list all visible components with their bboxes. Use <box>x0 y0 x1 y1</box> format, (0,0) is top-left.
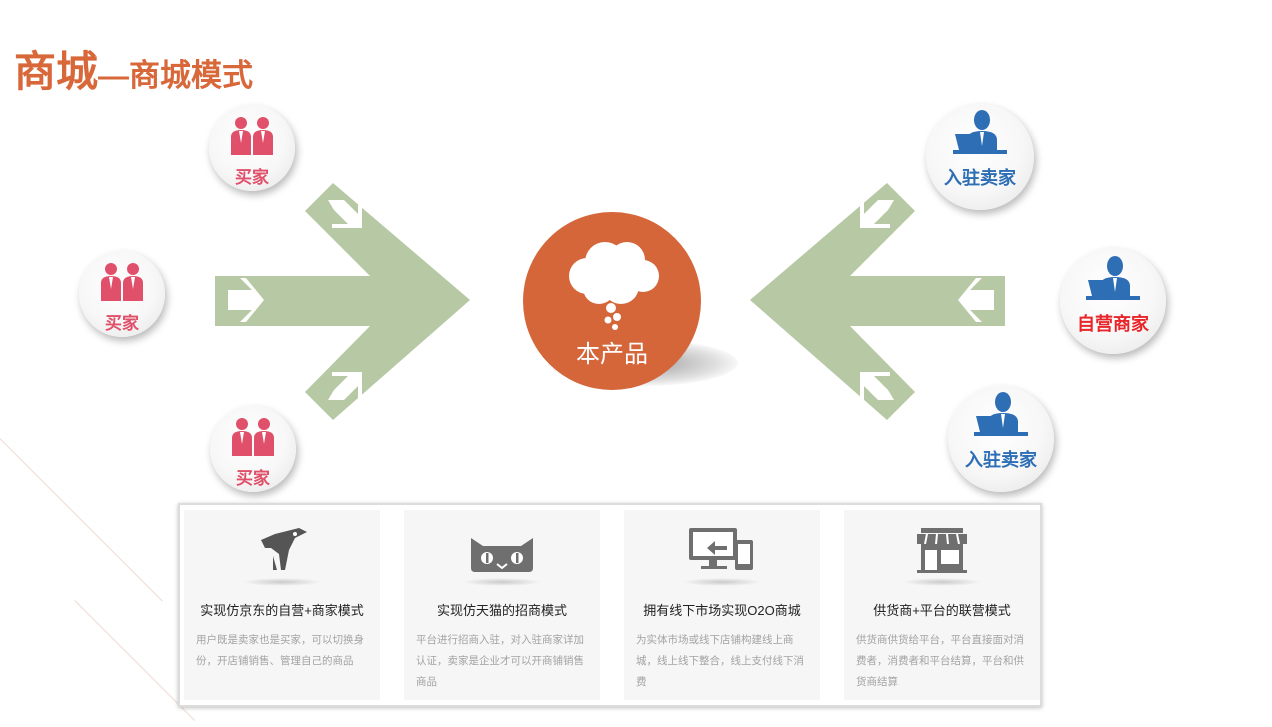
left-arrow-icon <box>215 183 470 420</box>
buyer-node: 买家 <box>209 105 295 191</box>
center-product <box>523 212 701 390</box>
card-description: 用户既是卖家也是买家，可以切换身份，开店铺销售、管理自己的商品 <box>196 634 364 667</box>
card-description: 平台进行招商入驻，对入驻商家详加认证，卖家是企业才可以开商铺销售商品 <box>416 634 584 688</box>
buyer-label: 买家 <box>105 314 139 333</box>
icon-shadow <box>242 578 322 586</box>
seller-node: 入驻卖家 <box>948 386 1054 492</box>
card-title: 实现仿天猫的招商模式 <box>436 603 567 618</box>
title-main: 商城 <box>14 48 99 95</box>
icon-shadow <box>682 578 762 586</box>
icon-shadow <box>462 578 542 586</box>
card-description: 供货商供货给平台，平台直接面对消费者，消费者和平台结算，平台和供货商结算 <box>856 634 1024 688</box>
monitor-phone-icon <box>689 528 753 570</box>
features-panel: 实现仿京东的自营+商家模式 用户既是卖家也是买家，可以切换身份，开店铺销售、管理… <box>178 503 1042 707</box>
card-title: 拥有线下市场实现O2O商城 <box>643 603 801 618</box>
title-sub: —商城模式 <box>98 58 254 93</box>
card-description: 为实体市场或线下店铺构建线上商城，线上线下整合，线上支付线下消费 <box>636 634 804 688</box>
businessman-laptop-icon <box>953 110 1007 154</box>
right-arrow-icon <box>750 183 1005 420</box>
small-arrow-icon <box>228 198 362 402</box>
card-title: 实现仿京东的自营+商家模式 <box>200 603 364 618</box>
feature-card: 拥有线下市场实现O2O商城 为实体市场或线下店铺构建线上商城，线上线下整合，线上… <box>624 510 820 700</box>
buyer-node: 买家 <box>79 251 165 337</box>
feature-card: 供货商+平台的联营模式 供货商供货给平台，平台直接面对消费者，消费者和平台结算，… <box>844 510 1040 700</box>
seller-node-highlighted: 自营商家 <box>1060 248 1166 354</box>
feature-card: 实现仿天猫的招商模式 平台进行招商入驻，对入驻商家详加认证，卖家是企业才可以开商… <box>404 510 600 700</box>
small-arrow-icon <box>860 198 994 402</box>
two-people-icon <box>231 117 273 155</box>
seller-label: 自营商家 <box>1077 314 1149 334</box>
businessman-laptop-icon <box>1086 256 1140 300</box>
storefront-icon <box>917 528 967 573</box>
icon-shadow <box>902 578 982 586</box>
seller-label: 入驻卖家 <box>965 450 1037 470</box>
card-title: 供货商+平台的联营模式 <box>873 603 1011 618</box>
buyer-node: 买家 <box>210 406 296 492</box>
center-label: 本产品 <box>576 341 648 368</box>
buyer-label: 买家 <box>236 469 270 488</box>
feature-card: 实现仿京东的自营+商家模式 用户既是卖家也是买家，可以切换身份，开店铺销售、管理… <box>184 510 380 700</box>
seller-node: 入驻卖家 <box>926 104 1034 210</box>
seller-label: 入驻卖家 <box>944 168 1016 188</box>
businessman-laptop-icon <box>974 392 1028 436</box>
two-people-icon <box>101 263 143 301</box>
thought-cloud-icon <box>569 242 659 330</box>
jd-dog-icon <box>261 528 307 570</box>
two-people-icon <box>232 418 274 456</box>
tmall-cat-icon <box>471 538 533 572</box>
page-title: 商城—商城模式 <box>14 38 253 99</box>
buyer-label: 买家 <box>235 168 269 187</box>
